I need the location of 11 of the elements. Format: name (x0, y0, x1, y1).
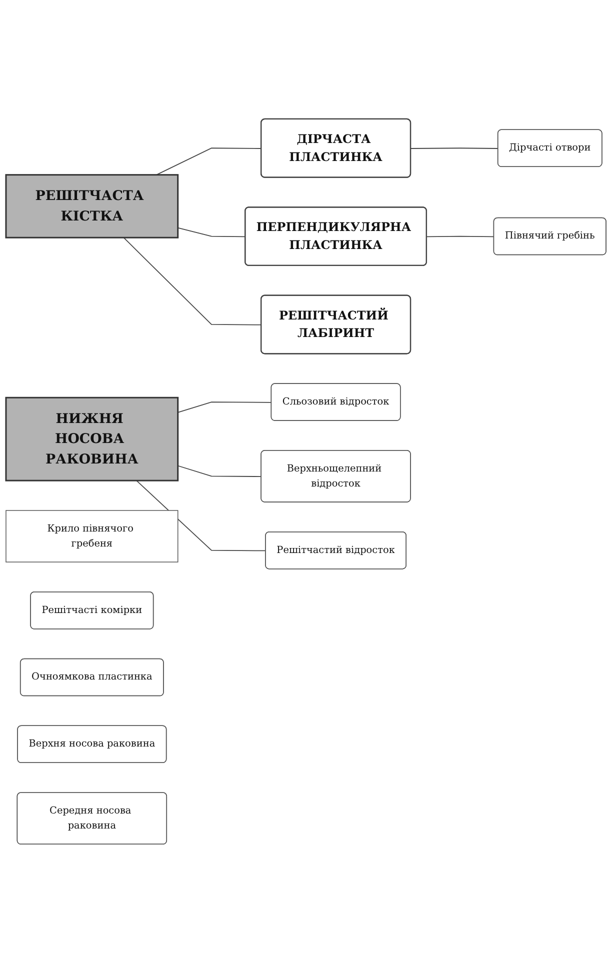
connector (123, 238, 262, 326)
connector (177, 466, 262, 478)
connector (136, 480, 266, 552)
connector (426, 236, 495, 238)
connector (177, 402, 272, 414)
node-box: Крило півнячого гребеня (6, 510, 178, 563)
connector (177, 228, 246, 238)
connector (156, 148, 262, 176)
connector (410, 148, 499, 150)
node-box: НИЖНЯ НОСОВА РАКОВИНА (5, 397, 179, 482)
node-box: РЕШІТЧАСТА КІСТКА (5, 174, 179, 239)
